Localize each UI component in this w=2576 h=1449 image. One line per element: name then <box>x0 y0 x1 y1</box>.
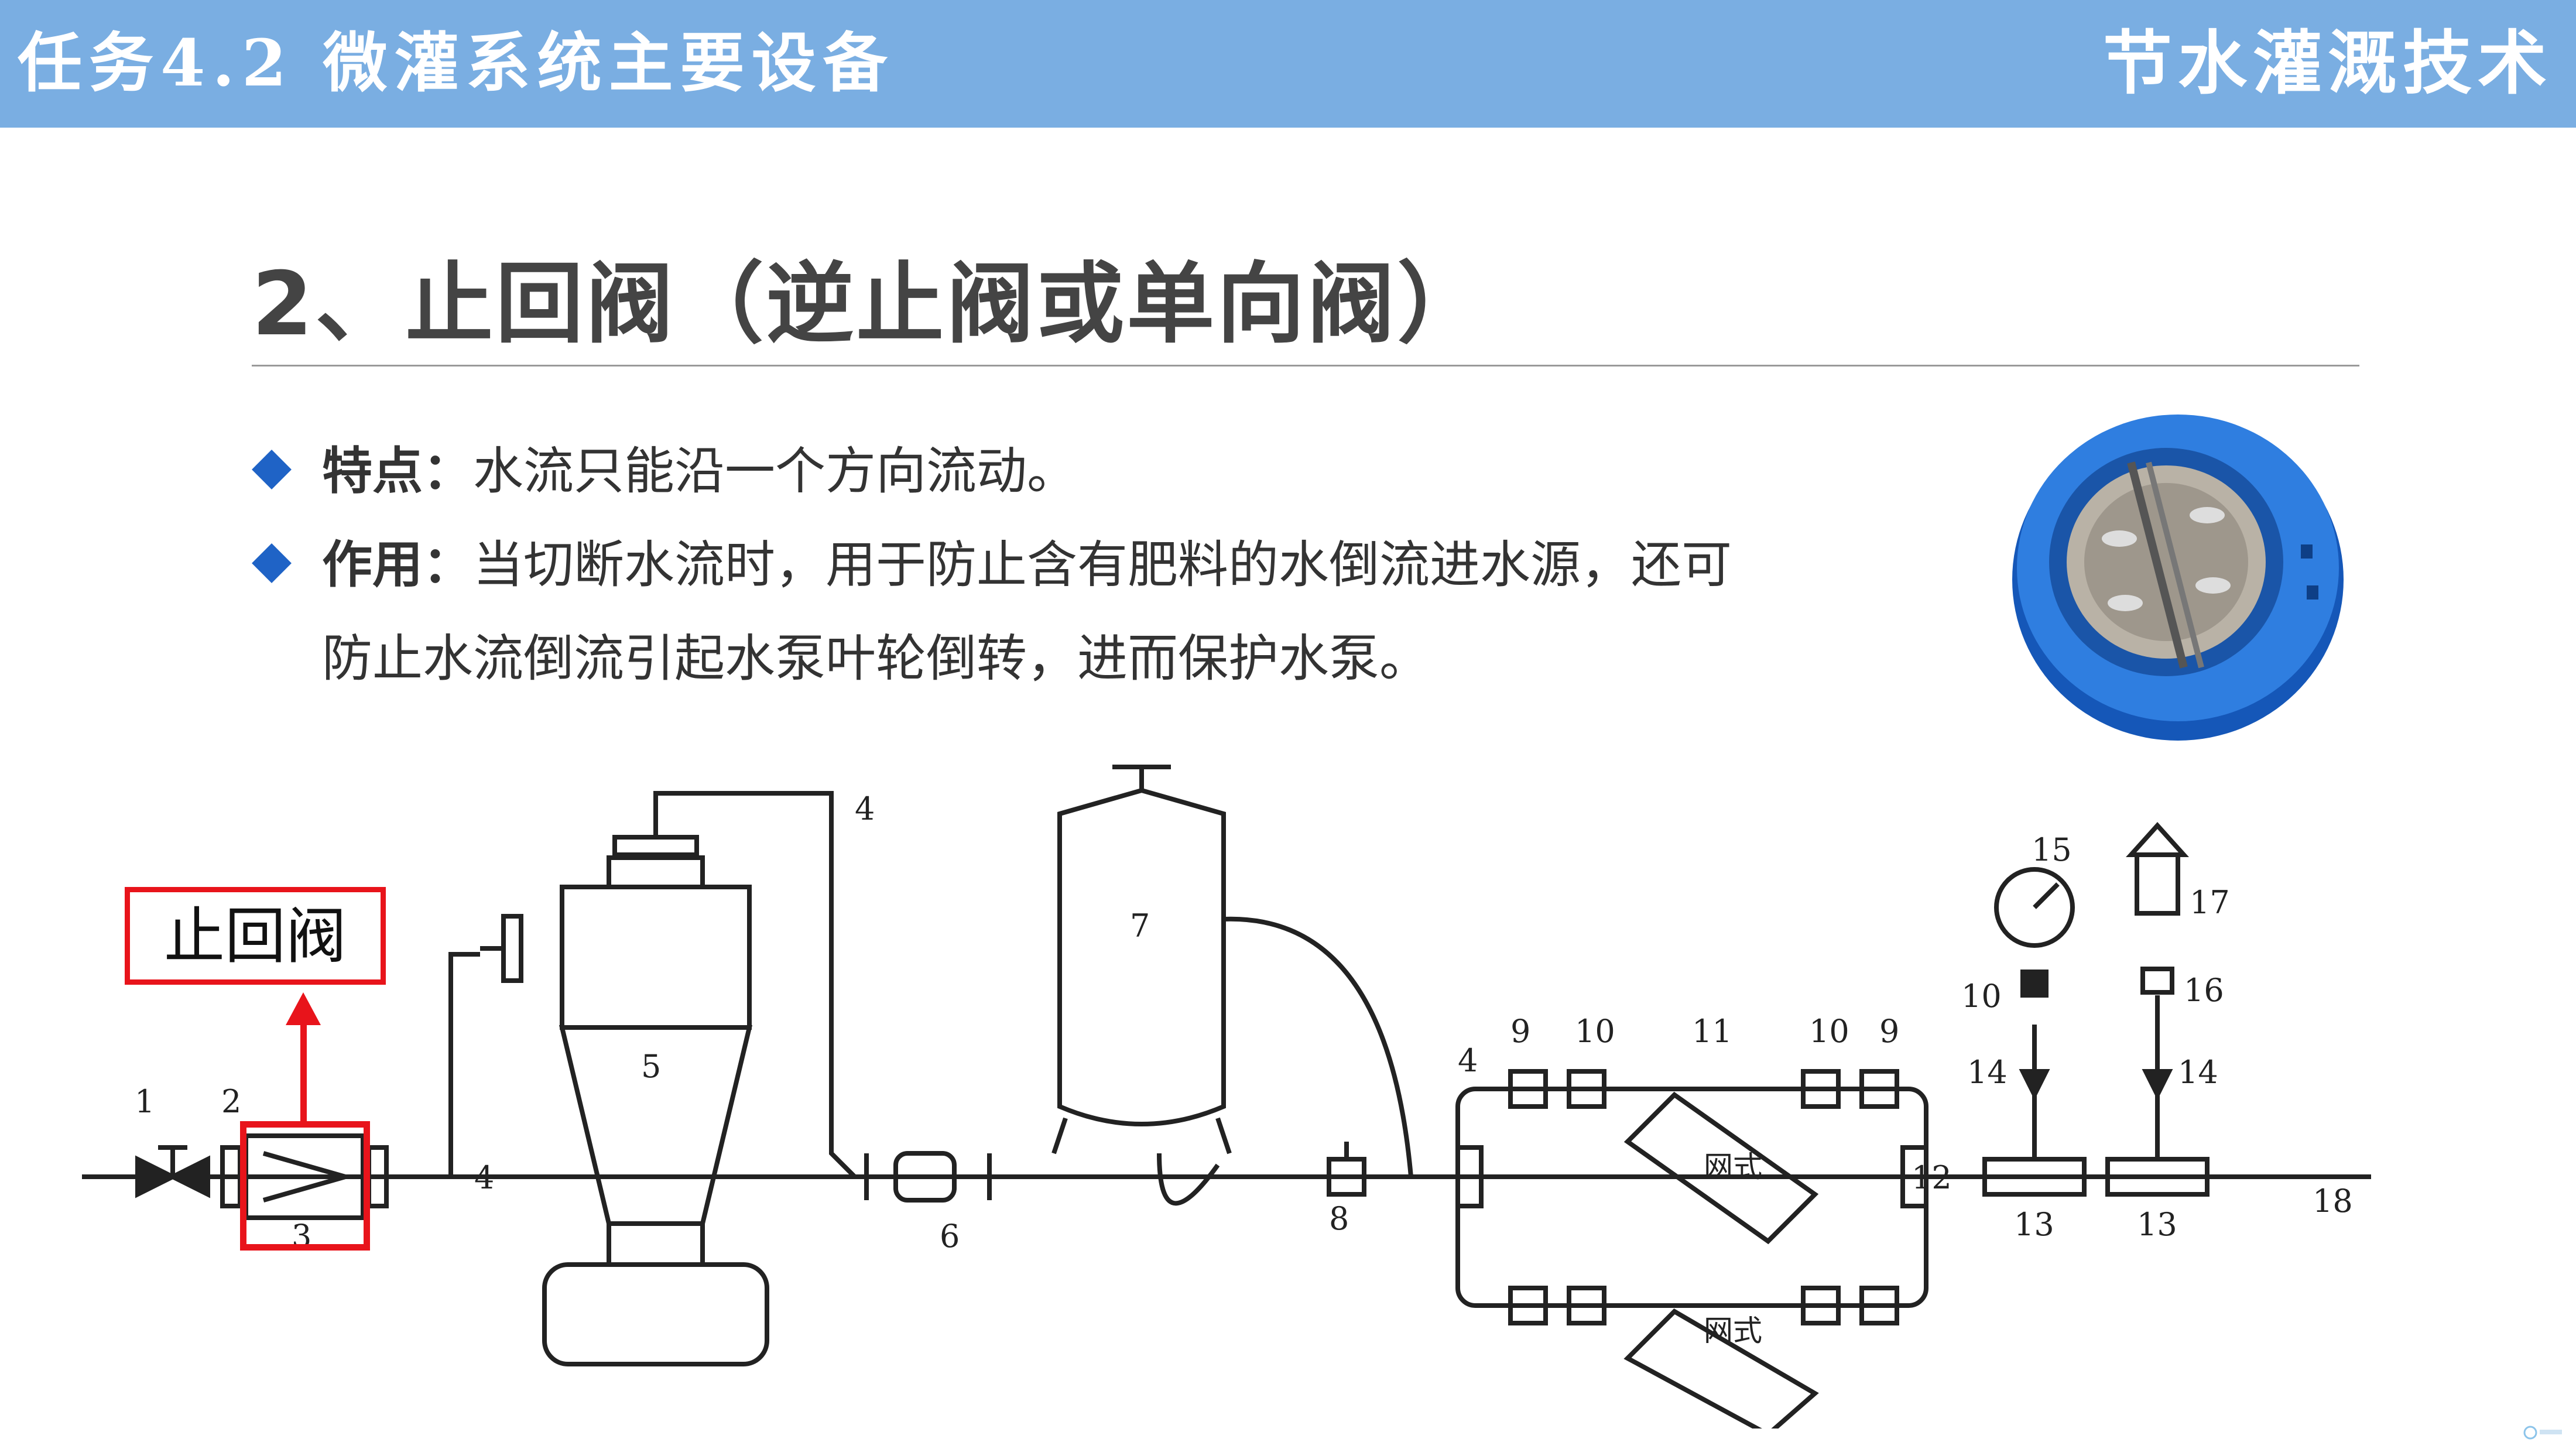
system-diagram: 1 2 3 4 4 4 5 6 7 8 9 10 11 10 9 12 13 1… <box>82 765 2371 1429</box>
callout-arrow-line <box>300 1022 307 1121</box>
diagram-label: 17 <box>2190 884 2230 921</box>
diagram-label: 8 <box>1329 1200 1349 1237</box>
diagram-label: 7 <box>1130 907 1150 944</box>
check-valve-photo <box>2012 415 2344 741</box>
diagram-label: 2 <box>221 1083 241 1120</box>
diagram-label: 18 <box>2313 1183 2353 1220</box>
bullet-label: 作用： <box>322 536 473 594</box>
diagram-label: 6 <box>940 1218 960 1255</box>
diagram-label: 13 <box>2014 1206 2054 1243</box>
heading-divider <box>252 365 2359 366</box>
filter-label: 网式 <box>1704 1314 1762 1348</box>
task-title: 任务4.2 微灌系统主要设备 <box>18 25 895 101</box>
diagram-label: 5 <box>641 1048 661 1085</box>
bullet-text: 当切断水流时，用于防止含有肥料的水倒流进水源，还可 <box>473 536 1732 594</box>
diagram-label: 14 <box>1967 1054 2008 1091</box>
diagram-label: 10 <box>1961 978 2002 1015</box>
watermark-logo-icon <box>2523 1426 2562 1440</box>
bullet-label: 特点： <box>322 442 473 501</box>
bullet-text: 水流只能沿一个方向流动。 <box>473 442 1077 501</box>
diagram-label: 11 <box>1692 1013 1732 1050</box>
diagram-label: 16 <box>2184 972 2224 1009</box>
diagram-label: 14 <box>2178 1054 2218 1091</box>
bullet-continuation: 防止水流倒流引起水泵叶轮倒转，进而保护水泵。 <box>322 629 1430 688</box>
diagram-label: 4 <box>474 1159 494 1196</box>
diagram-label: 9 <box>1510 1013 1530 1050</box>
arrow-up-icon <box>286 992 321 1025</box>
diagram-label: 9 <box>1879 1013 1899 1050</box>
header-bar: 任务4.2 微灌系统主要设备 节水灌溉技术 <box>0 0 2576 128</box>
diagram-label: 10 <box>1575 1013 1615 1050</box>
callout-text: 止回阀 <box>163 900 347 972</box>
diagram-label: 12 <box>1912 1159 1952 1196</box>
check-valve-highlight <box>240 1121 370 1251</box>
diagram-label: 1 <box>135 1083 155 1120</box>
check-valve-callout: 止回阀 <box>125 887 386 985</box>
diagram-label: 10 <box>1809 1013 1849 1050</box>
diamond-bullet-icon <box>252 450 292 489</box>
diagram-label: 13 <box>2137 1206 2177 1243</box>
course-title: 节水灌溉技术 <box>2102 22 2553 104</box>
filter-label: 网式 <box>1704 1150 1762 1184</box>
diamond-bullet-icon <box>252 543 292 583</box>
section-heading: 2、止回阀（逆止阀或单向阀） <box>252 254 1488 355</box>
diagram-label: 4 <box>855 790 875 827</box>
diagram-label: 4 <box>1458 1042 1478 1079</box>
diagram-label: 15 <box>2032 831 2072 868</box>
